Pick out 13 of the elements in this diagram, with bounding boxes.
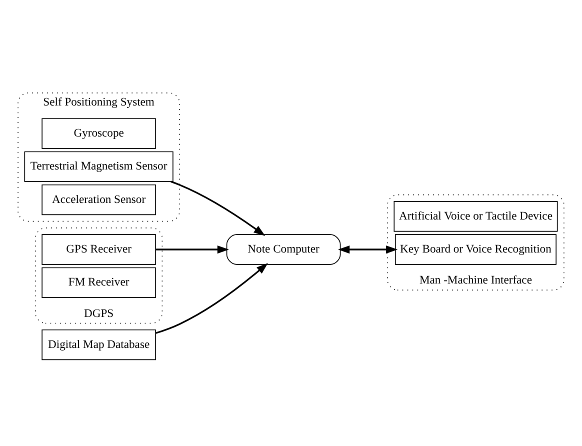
node-box: GPS Receiver bbox=[42, 234, 156, 265]
arrow bbox=[156, 245, 229, 254]
arrow bbox=[155, 262, 268, 334]
node-box: Terrestrial Magnetism Sensor bbox=[24, 151, 174, 182]
node-box: FM Receiver bbox=[42, 267, 156, 298]
node-box: Acceleration Sensor bbox=[42, 184, 156, 216]
node-box: Artificial Voice or Tactile Device bbox=[394, 201, 558, 232]
node-box: Key Board or Voice Recognition bbox=[394, 234, 556, 265]
arrow bbox=[338, 245, 398, 254]
arrow bbox=[170, 180, 266, 236]
node-box: Digital Map Database bbox=[42, 329, 156, 360]
node-box: Note Computer bbox=[226, 234, 341, 265]
node-box: Gyroscope bbox=[42, 118, 156, 149]
